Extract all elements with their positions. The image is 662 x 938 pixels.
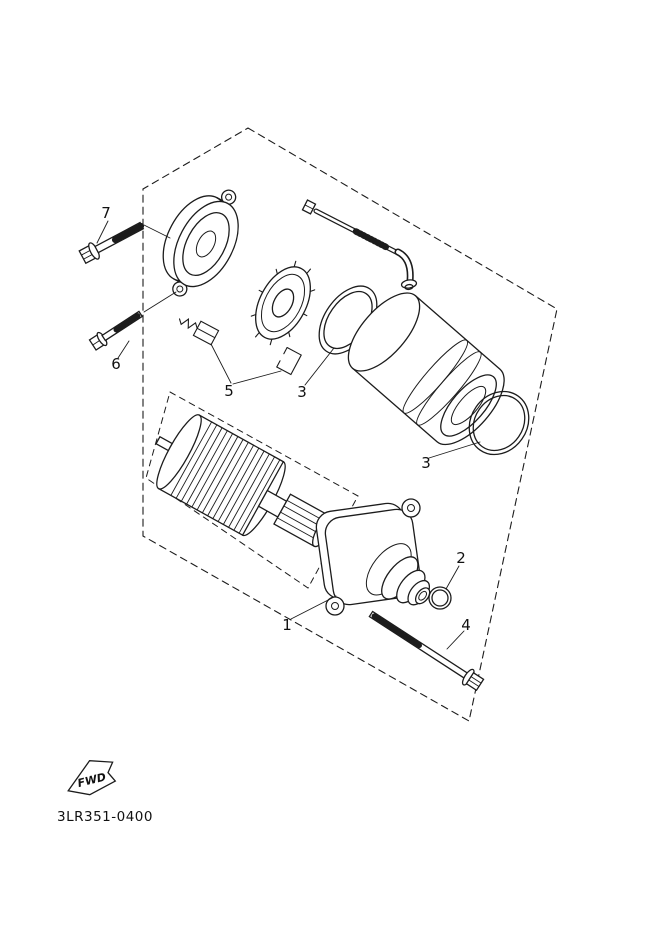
yoke-cylinder bbox=[347, 292, 505, 446]
callout-3-right: 3 bbox=[421, 454, 431, 472]
bracket-ear bbox=[401, 498, 421, 518]
armature-splines bbox=[276, 499, 328, 541]
through-bolt-head bbox=[301, 199, 317, 215]
bolt-6 bbox=[88, 310, 144, 351]
armature-laminations bbox=[170, 421, 281, 534]
callout-1: 1 bbox=[282, 616, 292, 634]
brush-with-spring bbox=[178, 318, 220, 346]
callout-6: 6 bbox=[111, 355, 121, 373]
armature-boundary bbox=[145, 391, 359, 589]
diagram-code: 3LR351-0400 bbox=[57, 809, 153, 825]
brush-holder-set bbox=[178, 318, 302, 376]
assembly-boundary bbox=[142, 127, 558, 722]
o-ring-small bbox=[428, 586, 452, 610]
callout-7: 7 bbox=[101, 204, 111, 222]
brush-plate bbox=[250, 260, 316, 346]
fwd-arrow-icon bbox=[67, 760, 117, 796]
through-bolt bbox=[301, 199, 418, 291]
fwd-marker: FWD bbox=[67, 760, 117, 796]
o-ring-large bbox=[468, 390, 530, 456]
callout-5: 5 bbox=[224, 382, 234, 400]
leader-lines bbox=[96, 220, 481, 650]
callout-3-left: 3 bbox=[297, 383, 307, 401]
bolt-7 bbox=[78, 221, 145, 265]
terminal-elbow bbox=[394, 248, 418, 291]
front-bracket bbox=[315, 498, 431, 616]
callout-2: 2 bbox=[456, 549, 466, 567]
brush-plate-teeth bbox=[250, 260, 316, 346]
end-cap bbox=[162, 189, 239, 297]
callout-4: 4 bbox=[461, 616, 471, 634]
bracket-boss bbox=[365, 543, 431, 606]
bolt-4 bbox=[368, 610, 485, 692]
brush-clip bbox=[276, 346, 302, 376]
